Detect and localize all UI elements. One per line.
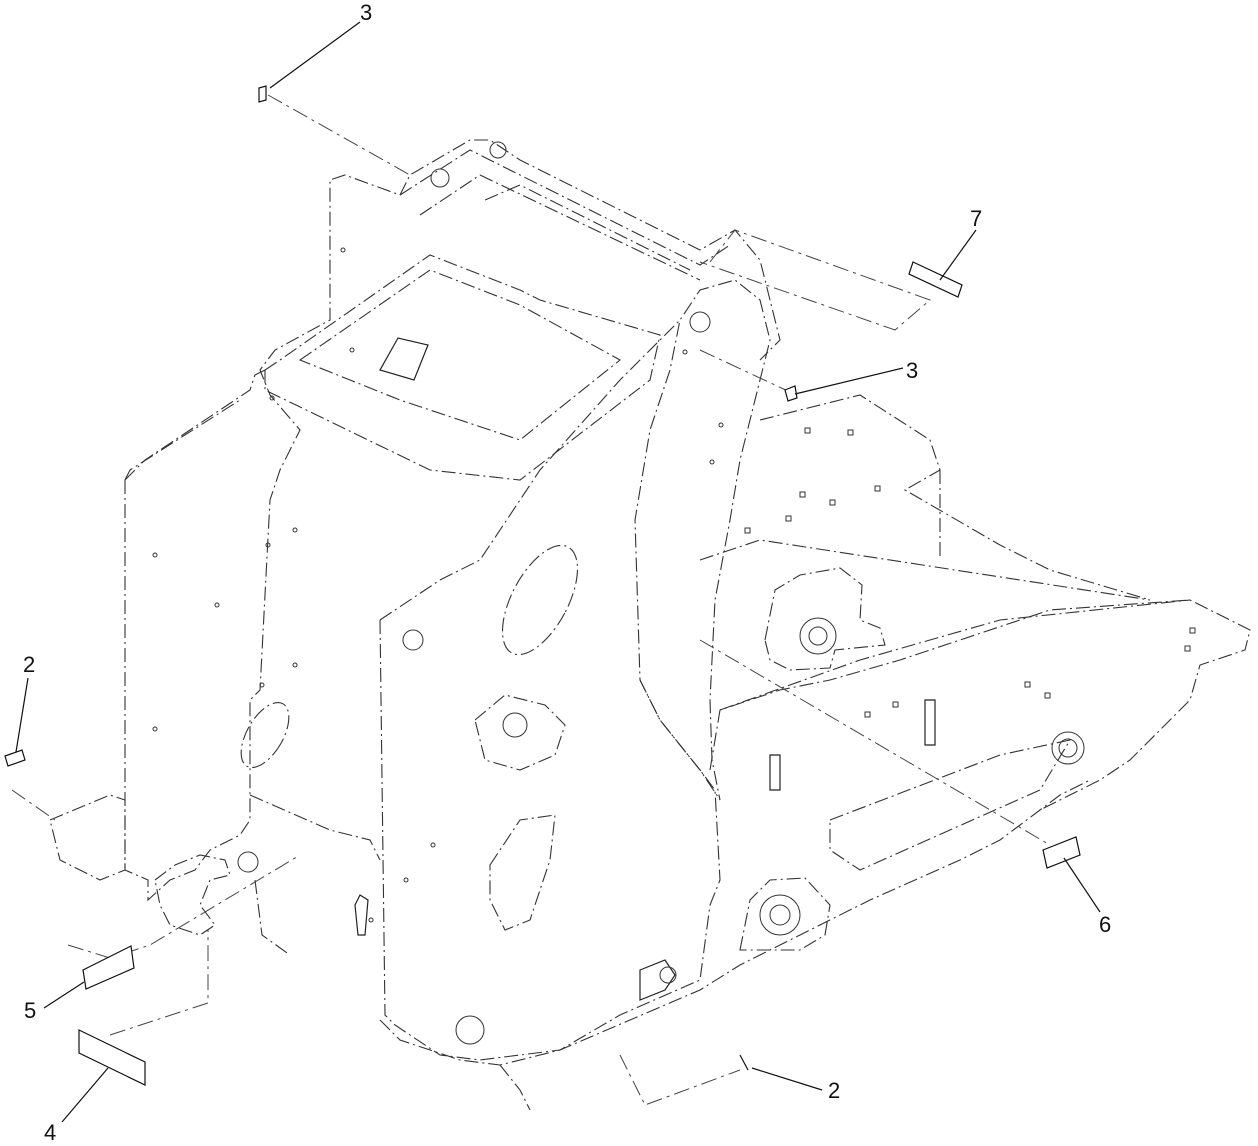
callout-2-left: 2 [23,652,35,677]
left-foot-flange [49,794,126,881]
top-crossmember [264,254,661,481]
mounting-holes [152,247,1196,923]
top-rear-rail [399,149,731,266]
right-side-rail [709,599,1251,811]
leader-lines [15,21,1101,1123]
callout-2-bottom: 2 [828,1078,840,1103]
lower-left-bracket [154,854,231,936]
callout-7: 7 [970,206,982,231]
decal-item-3-top [258,85,267,103]
callout-labels: 3 7 3 2 5 4 6 2 [23,0,1111,1145]
placement-lines [11,94,1051,1106]
frame-assembly [49,139,1251,1111]
callout-3-top: 3 [360,0,372,25]
pivot-bracket [764,567,886,671]
callout-4: 4 [44,1120,56,1145]
decal-parts [4,85,1081,1086]
bottom-base-plate [379,779,1091,1066]
rear-deck [759,394,1151,601]
decal-item-5 [82,945,135,990]
decal-item-7 [908,261,963,298]
decal-item-4 [78,1029,146,1086]
decal-item-2-left [4,749,26,767]
decal-item-3-right [784,385,798,402]
left-side-plate [124,139,781,902]
decal-item-6 [1042,836,1081,869]
callout-6: 6 [1099,912,1111,937]
callout-5: 5 [24,998,36,1023]
center-upright-plate [379,279,771,1061]
callout-3-right: 3 [906,358,918,383]
decal-item-2-bottom [739,1054,749,1071]
